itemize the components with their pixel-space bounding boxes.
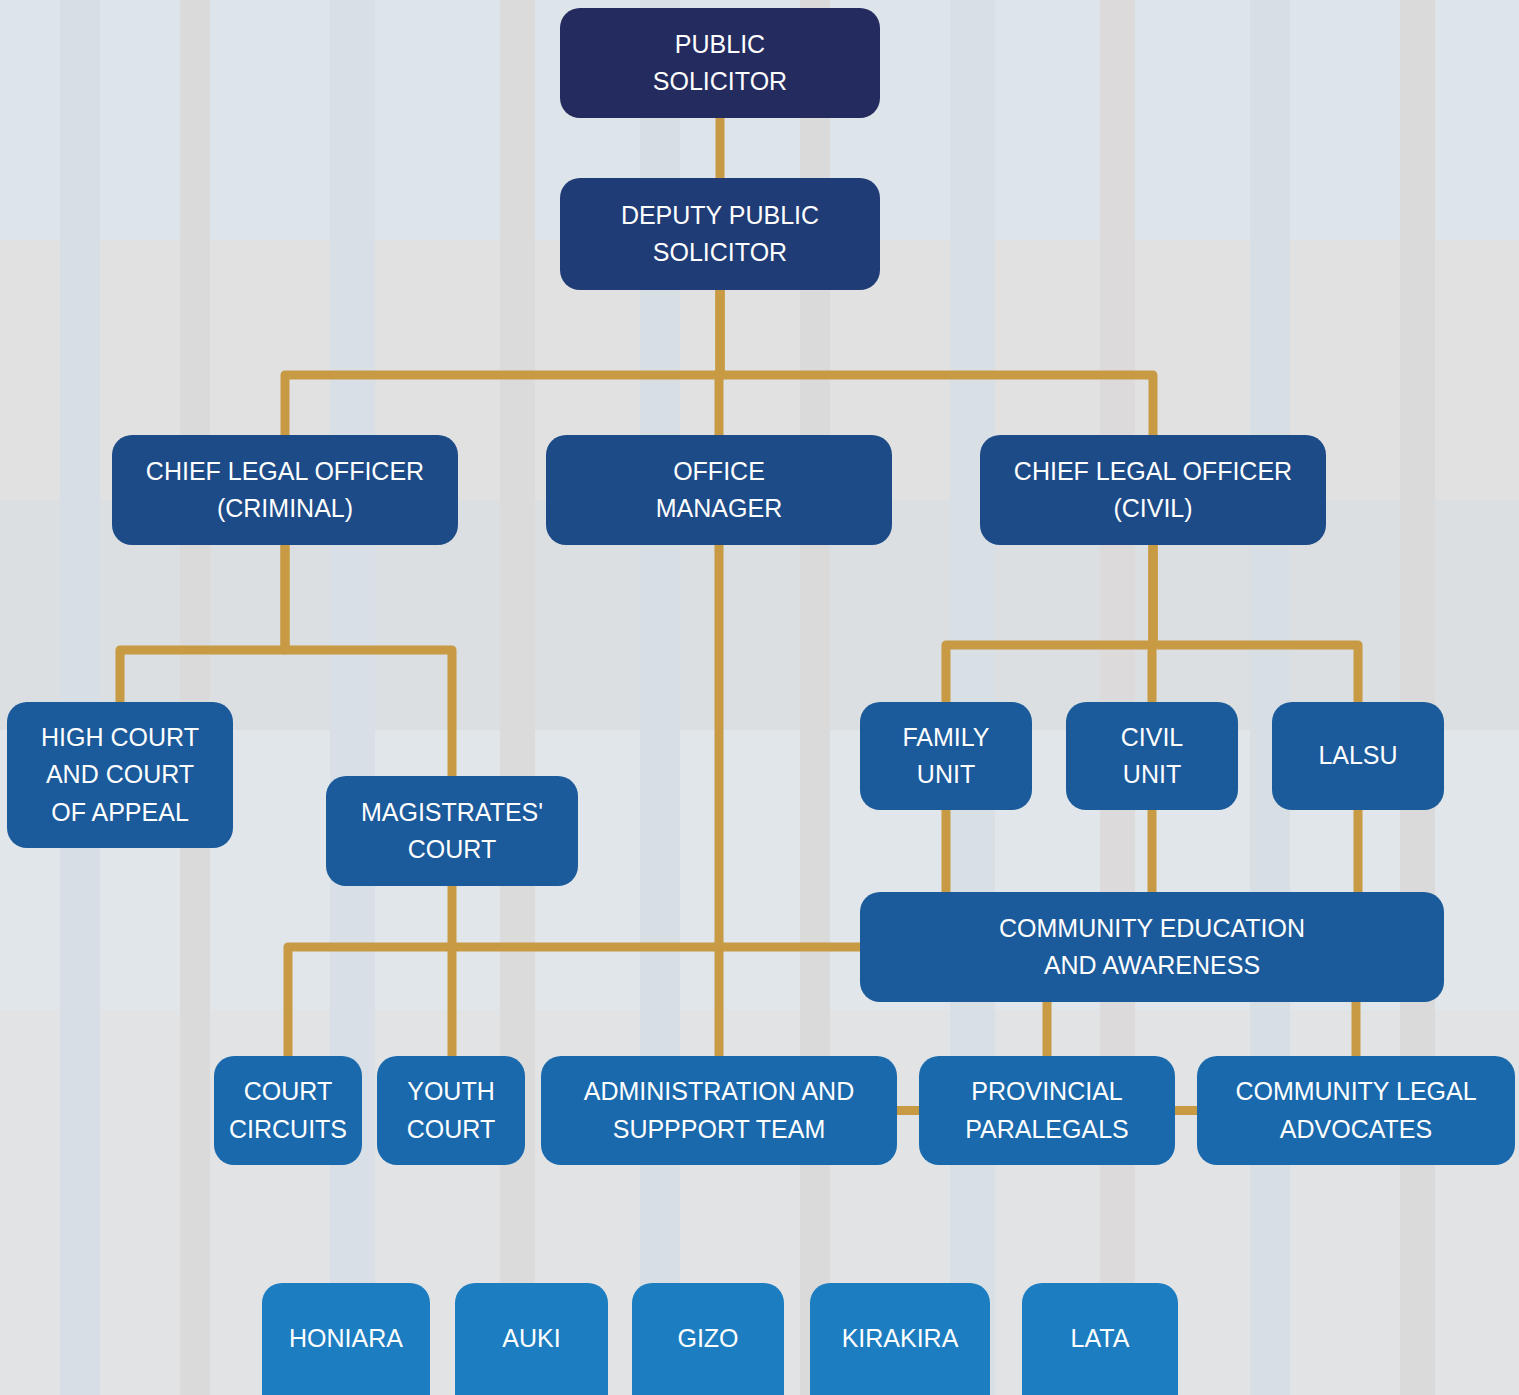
connector: [942, 810, 951, 892]
connector: [720, 290, 1153, 435]
connector: [448, 886, 457, 1056]
location-tab: KIRAKIRA: [810, 1283, 990, 1395]
box-label: OFFICE MANAGER: [619, 453, 819, 528]
org-box: DEPUTY PUBLIC SOLICITOR: [560, 178, 880, 290]
connector: [1352, 1002, 1361, 1056]
connector: [715, 545, 724, 1056]
org-box: CIVIL UNIT: [1066, 702, 1238, 810]
connector: [1043, 1002, 1052, 1056]
connector: [897, 1106, 919, 1115]
box-label: PROVINCIAL PARALEGALS: [932, 1073, 1162, 1148]
connector: [1153, 545, 1358, 702]
location-tab: GIZO: [632, 1283, 784, 1395]
box-label: AUKI: [502, 1320, 560, 1358]
connector: [285, 290, 720, 435]
org-box: OFFICE MANAGER: [546, 435, 892, 545]
org-box: PROVINCIAL PARALEGALS: [919, 1056, 1175, 1165]
box-label: CHIEF LEGAL OFFICER (CIVIL): [993, 453, 1313, 528]
box-label: HONIARA: [289, 1320, 403, 1358]
connector: [120, 545, 285, 702]
org-box: PUBLIC SOLICITOR: [560, 8, 880, 118]
org-box: YOUTH COURT: [377, 1056, 525, 1165]
connector: [1148, 810, 1157, 892]
box-label: PUBLIC SOLICITOR: [610, 26, 830, 101]
box-label: COURT CIRCUITS: [218, 1073, 358, 1148]
location-tab: LATA: [1022, 1283, 1178, 1395]
connector: [1354, 810, 1363, 892]
box-label: HIGH COURT AND COURT OF APPEAL: [30, 719, 210, 832]
org-box: LALSU: [1272, 702, 1444, 810]
org-box: COMMUNITY EDUCATION AND AWARENESS: [860, 892, 1444, 1002]
connector: [1175, 1106, 1197, 1115]
box-label: COMMUNITY EDUCATION AND AWARENESS: [982, 910, 1322, 985]
org-box: COURT CIRCUITS: [214, 1056, 362, 1165]
box-label: MAGISTRATES' COURT: [337, 794, 567, 869]
location-tab: HONIARA: [262, 1283, 430, 1395]
box-label: DEPUTY PUBLIC SOLICITOR: [580, 197, 860, 272]
org-box: FAMILY UNIT: [860, 702, 1032, 810]
org-box: CHIEF LEGAL OFFICER (CIVIL): [980, 435, 1326, 545]
box-label: FAMILY UNIT: [871, 719, 1021, 794]
org-box: HIGH COURT AND COURT OF APPEAL: [7, 702, 233, 848]
box-label: KIRAKIRA: [842, 1320, 959, 1358]
org-box: ADMINISTRATION AND SUPPPORT TEAM: [541, 1056, 897, 1165]
org-box: MAGISTRATES' COURT: [326, 776, 578, 886]
box-label: CIVIL UNIT: [1097, 719, 1207, 794]
box-label: LALSU: [1318, 737, 1397, 775]
box-label: GIZO: [677, 1320, 738, 1358]
box-label: LATA: [1071, 1320, 1130, 1358]
box-label: YOUTH COURT: [381, 1073, 521, 1148]
org-box: CHIEF LEGAL OFFICER (CRIMINAL): [112, 435, 458, 545]
location-tab: AUKI: [455, 1283, 608, 1395]
org-box: COMMUNITY LEGAL ADVOCATES: [1197, 1056, 1515, 1165]
connector: [946, 545, 1153, 702]
box-label: CHIEF LEGAL OFFICER (CRIMINAL): [125, 453, 445, 528]
connector: [285, 545, 452, 776]
box-label: ADMINISTRATION AND SUPPPORT TEAM: [554, 1073, 884, 1148]
connector: [288, 947, 860, 1056]
box-label: COMMUNITY LEGAL ADVOCATES: [1211, 1073, 1501, 1148]
connector: [716, 118, 725, 178]
